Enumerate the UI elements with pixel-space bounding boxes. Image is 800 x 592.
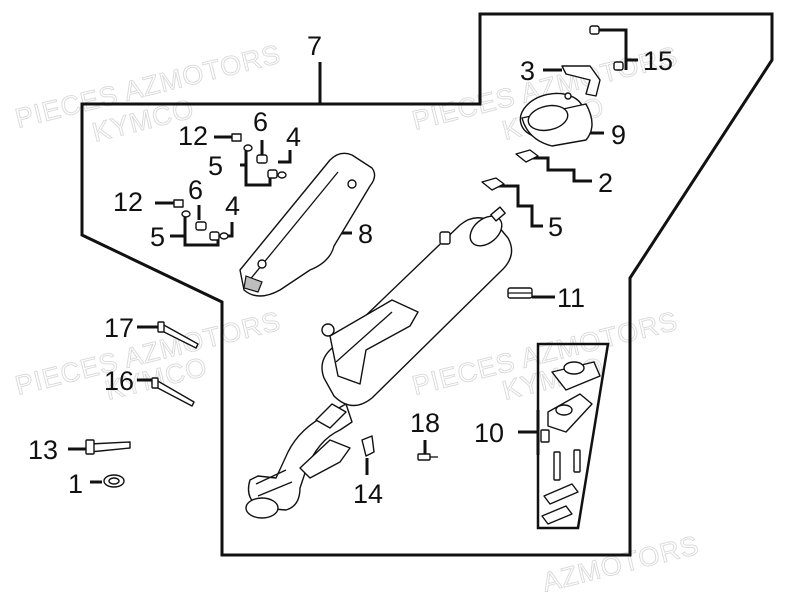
clip-and-screw [361, 435, 438, 461]
callout-4-lower: 4 [225, 191, 240, 221]
callout-17: 17 [104, 313, 134, 343]
leader-5a [240, 147, 272, 187]
callout-labels: 7 12 6 4 5 12 6 4 5 8 3 15 9 2 5 11 17 1… [28, 31, 673, 509]
callout-5-right: 5 [548, 212, 563, 242]
leader-2 [522, 156, 592, 183]
muffler [321, 206, 513, 407]
callout-4-upper: 4 [286, 122, 301, 152]
callout-13: 13 [28, 435, 58, 465]
watermark-site-5: AZMOTORS [539, 530, 702, 592]
shield-hardware-upper [231, 133, 287, 179]
callout-1: 1 [68, 469, 83, 499]
flange-kit [536, 342, 610, 530]
callout-10: 10 [474, 418, 504, 448]
assembly-frame-outline [80, 12, 774, 557]
long-bolts [151, 321, 199, 407]
leader-10 [518, 410, 540, 455]
callout-18: 18 [410, 408, 440, 438]
callout-16: 16 [104, 366, 134, 396]
leader-5c [490, 184, 543, 228]
clamp-parts [481, 149, 539, 191]
callout-3: 3 [520, 56, 535, 86]
callout-14: 14 [353, 479, 383, 509]
cap-screws [561, 25, 624, 97]
callout-6-upper: 6 [253, 107, 268, 137]
sleeve [507, 287, 533, 299]
small-bolt-and-washer [85, 439, 131, 488]
callout-11: 11 [557, 283, 585, 313]
heat-shield [239, 152, 376, 297]
shield-hardware-lower [173, 199, 229, 241]
callout-8: 8 [358, 219, 373, 249]
callout-12-lower: 12 [113, 187, 143, 217]
callout-6-lower: 6 [188, 175, 203, 205]
leader-4a [278, 150, 292, 164]
callout-5-lower: 5 [150, 222, 165, 252]
leader-5b [170, 215, 220, 247]
tail-cap [519, 92, 593, 147]
callout-5-upper: 5 [208, 151, 223, 181]
exhaust-pipe [245, 403, 353, 519]
callout-15: 15 [643, 46, 673, 76]
callout-12-upper: 12 [178, 121, 208, 151]
callout-7: 7 [307, 31, 322, 61]
callout-9: 9 [611, 120, 626, 150]
callout-2: 2 [598, 168, 613, 198]
leader-15 [598, 28, 638, 70]
